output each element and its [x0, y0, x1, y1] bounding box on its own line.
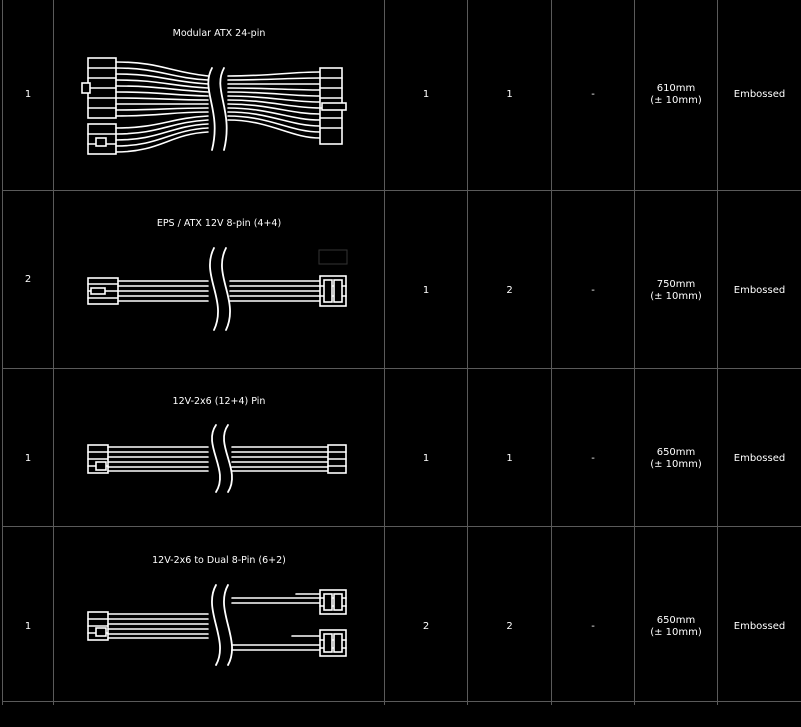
grid-line-v1: [53, 0, 54, 705]
length-cell: 650mm (± 10mm): [635, 527, 717, 727]
length-value: 650mm: [656, 447, 696, 458]
length-tolerance: (± 10mm): [650, 95, 702, 106]
grid-line-v6: [717, 0, 718, 705]
finish-cell: Embossed: [733, 621, 786, 632]
col5-cell: -: [591, 453, 595, 464]
length-value: 650mm: [656, 615, 696, 626]
length-tolerance: (± 10mm): [650, 459, 702, 470]
length-cell: 750mm (± 10mm): [635, 191, 717, 391]
cable-diagrams: [81, 57, 348, 666]
grid-line-h2: [2, 368, 801, 369]
cable-title: EPS / ATX 12V 8-pin (4+4): [156, 218, 282, 229]
cable-title: 12V-2x6 to Dual 8-Pin (6+2): [152, 555, 286, 566]
qty-cell: 2: [24, 273, 32, 285]
atx-24pin-cable-icon: [81, 57, 347, 155]
col5-cell: -: [591, 89, 595, 100]
grid-line-h3: [2, 526, 801, 527]
eps-8pin-cable-icon: [87, 247, 348, 331]
col4-cell: 2: [506, 621, 513, 632]
qty-cell: 1: [24, 453, 32, 464]
grid-line-v5: [634, 0, 635, 705]
grid-line-v2: [384, 0, 385, 705]
grid-line-h1: [2, 190, 801, 191]
grid-line-h4: [2, 701, 801, 702]
length-cell: 610mm (± 10mm): [635, 0, 717, 190]
col5-cell: -: [591, 285, 595, 296]
col4-cell: 2: [506, 285, 513, 296]
qty-cell: 1: [24, 621, 32, 632]
qty-cell: 1: [24, 89, 32, 100]
finish-cell: Embossed: [733, 453, 786, 464]
col4-cell: 1: [506, 453, 513, 464]
12v-2x6-cable-icon: [87, 424, 347, 493]
col3-cell: 2: [422, 621, 430, 632]
grid-line-v0: [2, 0, 3, 705]
col5-cell: -: [591, 621, 595, 632]
cable-title: Modular ATX 24-pin: [172, 28, 266, 39]
grid-line-v4: [551, 0, 552, 705]
col4-cell: 1: [506, 89, 513, 100]
length-value: 750mm: [656, 279, 696, 290]
grid-line-v3: [467, 0, 468, 705]
finish-cell: Embossed: [733, 89, 786, 100]
cable-title: 12V-2x6 (12+4) Pin: [172, 396, 266, 407]
col3-cell: 1: [422, 453, 430, 464]
length-tolerance: (± 10mm): [650, 627, 702, 638]
col3-cell: 1: [422, 89, 430, 100]
finish-cell: Embossed: [733, 285, 786, 296]
12v-2x6-dual-8pin-cable-icon: [87, 584, 347, 666]
col3-cell: 1: [422, 285, 430, 296]
length-value: 610mm: [656, 83, 696, 94]
length-cell: 650mm (± 10mm): [635, 369, 717, 549]
length-tolerance: (± 10mm): [650, 291, 702, 302]
